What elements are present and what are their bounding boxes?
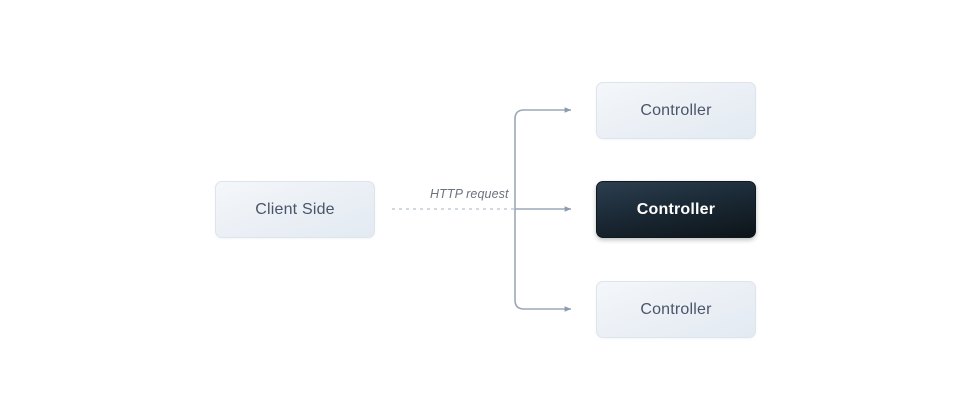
- node-controller-active[interactable]: Controller: [596, 181, 756, 238]
- edge-label-http-request: HTTP request: [430, 187, 509, 201]
- branch-spine-to-top-controller: [514, 107, 572, 209]
- node-controller-bottom-label: Controller: [640, 300, 712, 318]
- node-client-side-label: Client Side: [255, 200, 335, 218]
- node-controller-bottom[interactable]: Controller: [596, 281, 756, 338]
- node-controller-active-label: Controller: [636, 200, 716, 218]
- branch-spine-to-bottom-controller: [514, 209, 572, 312]
- node-client-side[interactable]: Client Side: [215, 181, 375, 238]
- node-controller-top[interactable]: Controller: [596, 82, 756, 139]
- node-controller-top-label: Controller: [640, 101, 712, 119]
